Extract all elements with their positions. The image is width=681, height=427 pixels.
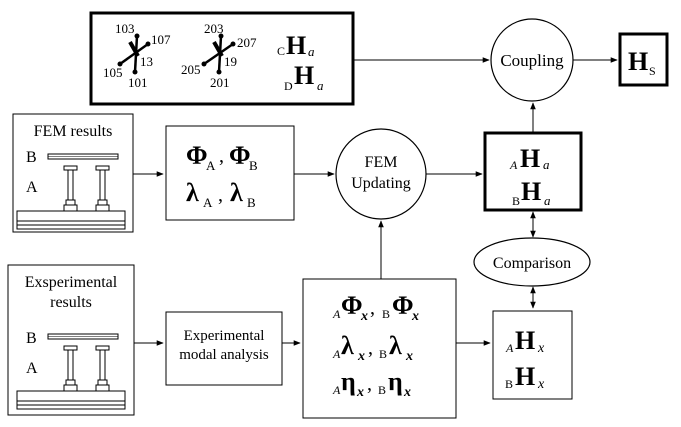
svg-text:λ: λ <box>341 331 354 360</box>
svg-text:a: a <box>308 44 315 59</box>
svg-text:a: a <box>317 78 324 93</box>
svg-text:FEM: FEM <box>365 154 398 171</box>
svg-text:A: A <box>332 347 341 361</box>
label-a: A <box>26 179 38 196</box>
comparison-node: Comparison <box>473 237 591 287</box>
svg-text:S: S <box>649 64 656 78</box>
dh-a-symbol: D H a <box>284 61 324 93</box>
label-b: B <box>26 330 37 347</box>
svg-text:B: B <box>382 307 390 321</box>
node-label: 207 <box>237 35 257 50</box>
svg-text:,: , <box>219 145 224 167</box>
svg-text:x: x <box>537 377 545 392</box>
fem-updating-node: FEM Updating <box>335 128 427 220</box>
svg-text:η: η <box>388 367 403 396</box>
beam-element-right <box>201 33 236 75</box>
experimental-results-box: Exsperimental results B A <box>7 264 135 416</box>
svg-text:Exsperimental: Exsperimental <box>25 274 118 291</box>
experimental-modal-analysis-box: Experimental modal analysis <box>165 311 283 386</box>
flow-arrows <box>133 57 618 346</box>
fem-results-title: FEM results <box>34 123 113 140</box>
svg-text:Φ: Φ <box>392 291 414 320</box>
svg-text:,: , <box>218 184 223 206</box>
fem-structure-model <box>16 153 126 230</box>
ch-a-symbol: C H a <box>277 31 315 60</box>
svg-text:x: x <box>356 385 364 400</box>
svg-text:A: A <box>509 158 518 172</box>
svg-text:results: results <box>50 294 92 311</box>
svg-text:λ: λ <box>186 178 199 207</box>
svg-text:,: , <box>368 337 373 359</box>
label-a: A <box>26 360 38 377</box>
svg-text:x: x <box>403 385 411 400</box>
svg-text:C: C <box>277 44 285 58</box>
svg-text:A: A <box>505 341 514 355</box>
node-label: 13 <box>140 54 153 69</box>
label-b: B <box>26 149 37 166</box>
svg-text:x: x <box>537 341 545 356</box>
svg-text:Experimental: Experimental <box>184 328 265 344</box>
svg-text:Coupling: Coupling <box>500 51 564 70</box>
svg-text:Φ: Φ <box>341 291 363 320</box>
svg-text:λ: λ <box>389 331 402 360</box>
svg-text:modal analysis: modal analysis <box>179 347 269 363</box>
beam-element-left <box>117 33 151 75</box>
svg-text:H: H <box>628 47 648 76</box>
svg-text:x: x <box>360 309 368 324</box>
svg-text:x: x <box>357 349 365 364</box>
svg-text:H: H <box>294 61 314 90</box>
coupling-node: Coupling <box>490 18 574 102</box>
svg-text:,: , <box>370 297 375 319</box>
svg-text:B: B <box>378 383 386 397</box>
svg-text:x: x <box>411 309 419 324</box>
experimental-structure-model <box>16 333 126 410</box>
node-label: 19 <box>224 54 237 69</box>
substructure-frf-box: 103 107 105 13 101 203 207 205 19 201 C … <box>89 11 355 106</box>
svg-text:A: A <box>332 383 341 397</box>
svg-text:,: , <box>367 373 372 395</box>
fem-modal-parameters-box: Φ A , Φ B λ A , λ B <box>165 125 295 221</box>
svg-text:H: H <box>521 177 541 206</box>
svg-text:B: B <box>379 347 387 361</box>
svg-text:a: a <box>544 193 551 208</box>
updated-frf-box: A H a B H a <box>483 131 583 212</box>
svg-text:A: A <box>203 195 213 210</box>
node-label: 107 <box>151 32 171 47</box>
svg-text:H: H <box>515 326 535 355</box>
svg-text:B: B <box>512 194 520 208</box>
node-label: 103 <box>115 21 135 36</box>
svg-text:A: A <box>332 307 341 321</box>
experimental-modal-parameters-box: A Φ x , B Φ x A λ x , B λ x A η x , B η … <box>302 278 457 419</box>
svg-text:a: a <box>543 157 550 172</box>
node-label: 101 <box>128 75 148 90</box>
svg-text:λ: λ <box>230 178 243 207</box>
svg-text:B: B <box>505 377 513 391</box>
svg-text:D: D <box>284 79 293 93</box>
coupled-frf-box: H S <box>618 32 669 87</box>
svg-text:x: x <box>405 349 413 364</box>
svg-text:Φ: Φ <box>186 141 208 170</box>
svg-text:η: η <box>341 367 356 396</box>
node-label: 105 <box>103 65 123 80</box>
svg-text:H: H <box>515 362 535 391</box>
experimental-frf-box: A H x B H x <box>492 310 573 400</box>
svg-text:Φ: Φ <box>229 141 251 170</box>
svg-text:A: A <box>206 158 216 173</box>
svg-text:Updating: Updating <box>351 175 411 192</box>
svg-text:B: B <box>249 158 258 173</box>
node-label: 201 <box>210 75 230 90</box>
svg-text:H: H <box>520 144 540 173</box>
svg-text:Comparison: Comparison <box>493 255 571 272</box>
svg-text:B: B <box>247 195 256 210</box>
node-label: 203 <box>204 21 224 36</box>
svg-text:H: H <box>286 31 306 60</box>
node-label: 205 <box>181 62 201 77</box>
fem-results-box: FEM results B A <box>12 113 134 233</box>
